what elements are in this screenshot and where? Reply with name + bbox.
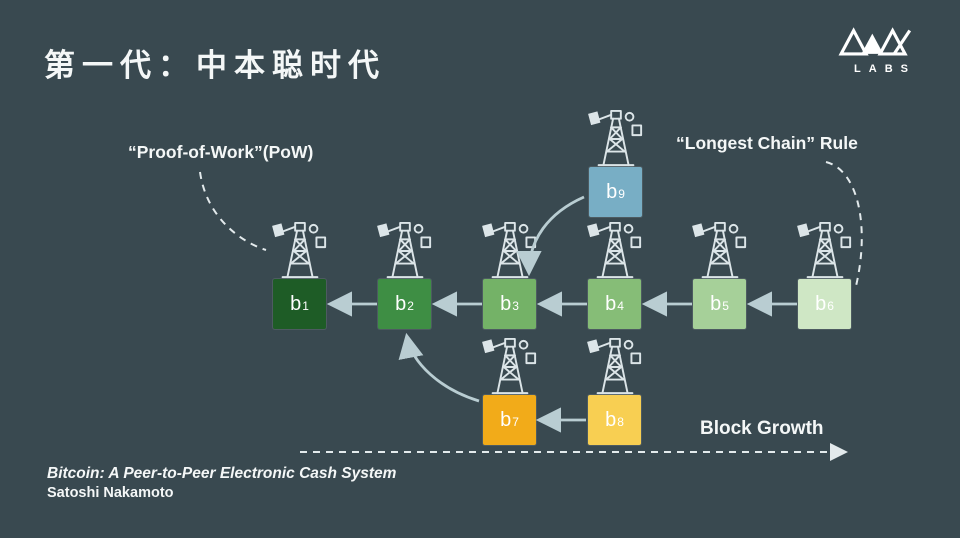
- citation: Bitcoin: A Peer-to-Peer Electronic Cash …: [47, 464, 396, 504]
- oil-derrick-icon: [586, 337, 644, 397]
- oil-derrick-icon: [691, 221, 749, 281]
- ava-labs-logo: LABS: [820, 26, 916, 75]
- arrow-b7-to-b2: [398, 332, 480, 403]
- citation-title: Bitcoin: A Peer-to-Peer Electronic Cash …: [47, 464, 397, 482]
- annotation-block-growth: Block Growth: [700, 418, 824, 439]
- ava-labs-logo-icon: [838, 27, 912, 56]
- oil-derrick-icon: [586, 221, 644, 281]
- oil-derrick-icon: [376, 221, 434, 281]
- oil-derrick-icon: [271, 221, 329, 281]
- oil-derrick-icon: [796, 221, 854, 281]
- pow-callout-line: [199, 171, 267, 251]
- oil-derrick-icon: [587, 109, 645, 169]
- ava-labs-wordmark: LABS: [854, 63, 916, 75]
- oil-derrick-icon: [481, 221, 539, 281]
- annotation-longest-chain-rule: “Longest Chain” Rule: [676, 133, 858, 153]
- annotation-proof-of-work: “Proof-of-Work”(PoW): [128, 142, 314, 162]
- citation-author: Satoshi Nakamoto: [47, 485, 174, 502]
- slide-title: 第一代：中本聪时代: [44, 48, 386, 83]
- oil-derrick-icon: [481, 337, 539, 397]
